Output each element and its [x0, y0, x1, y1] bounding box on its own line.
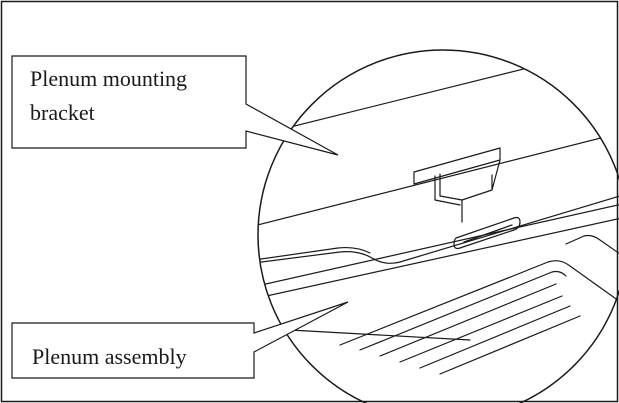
plenum-corner-edge	[289, 329, 471, 341]
callout-assembly-label: Plenum assembly	[32, 344, 187, 369]
callout-assembly	[11, 301, 349, 379]
plenum-corner-detail	[565, 234, 619, 269]
detail-circle	[257, 49, 619, 403]
callout-assembly-box	[11, 301, 349, 379]
callout-bracket	[11, 55, 339, 156]
bracket-tab-body	[439, 159, 501, 223]
callout-bracket-label: Plenum mounting bracket	[30, 62, 187, 130]
plenum-top-edge	[258, 199, 619, 293]
bracket-tab	[413, 147, 501, 185]
callout-bracket-line1: Plenum mounting	[30, 66, 188, 91]
callout-bracket-box	[11, 55, 339, 156]
plenum-grille-5	[439, 315, 581, 375]
plenum-grille-2	[379, 283, 557, 357]
plenum-grille-frame	[339, 260, 619, 346]
plenum-grille-4	[419, 305, 571, 369]
bracket-lower-edge-inner	[258, 246, 371, 263]
plenum-grille-3	[399, 295, 563, 363]
bracket-lower-edge	[258, 189, 619, 267]
plenum-edge-2	[258, 213, 619, 305]
bracket-tab-side	[434, 175, 461, 206]
callout-bracket-line2: bracket	[30, 100, 95, 125]
plenum-grille-1	[359, 270, 567, 351]
